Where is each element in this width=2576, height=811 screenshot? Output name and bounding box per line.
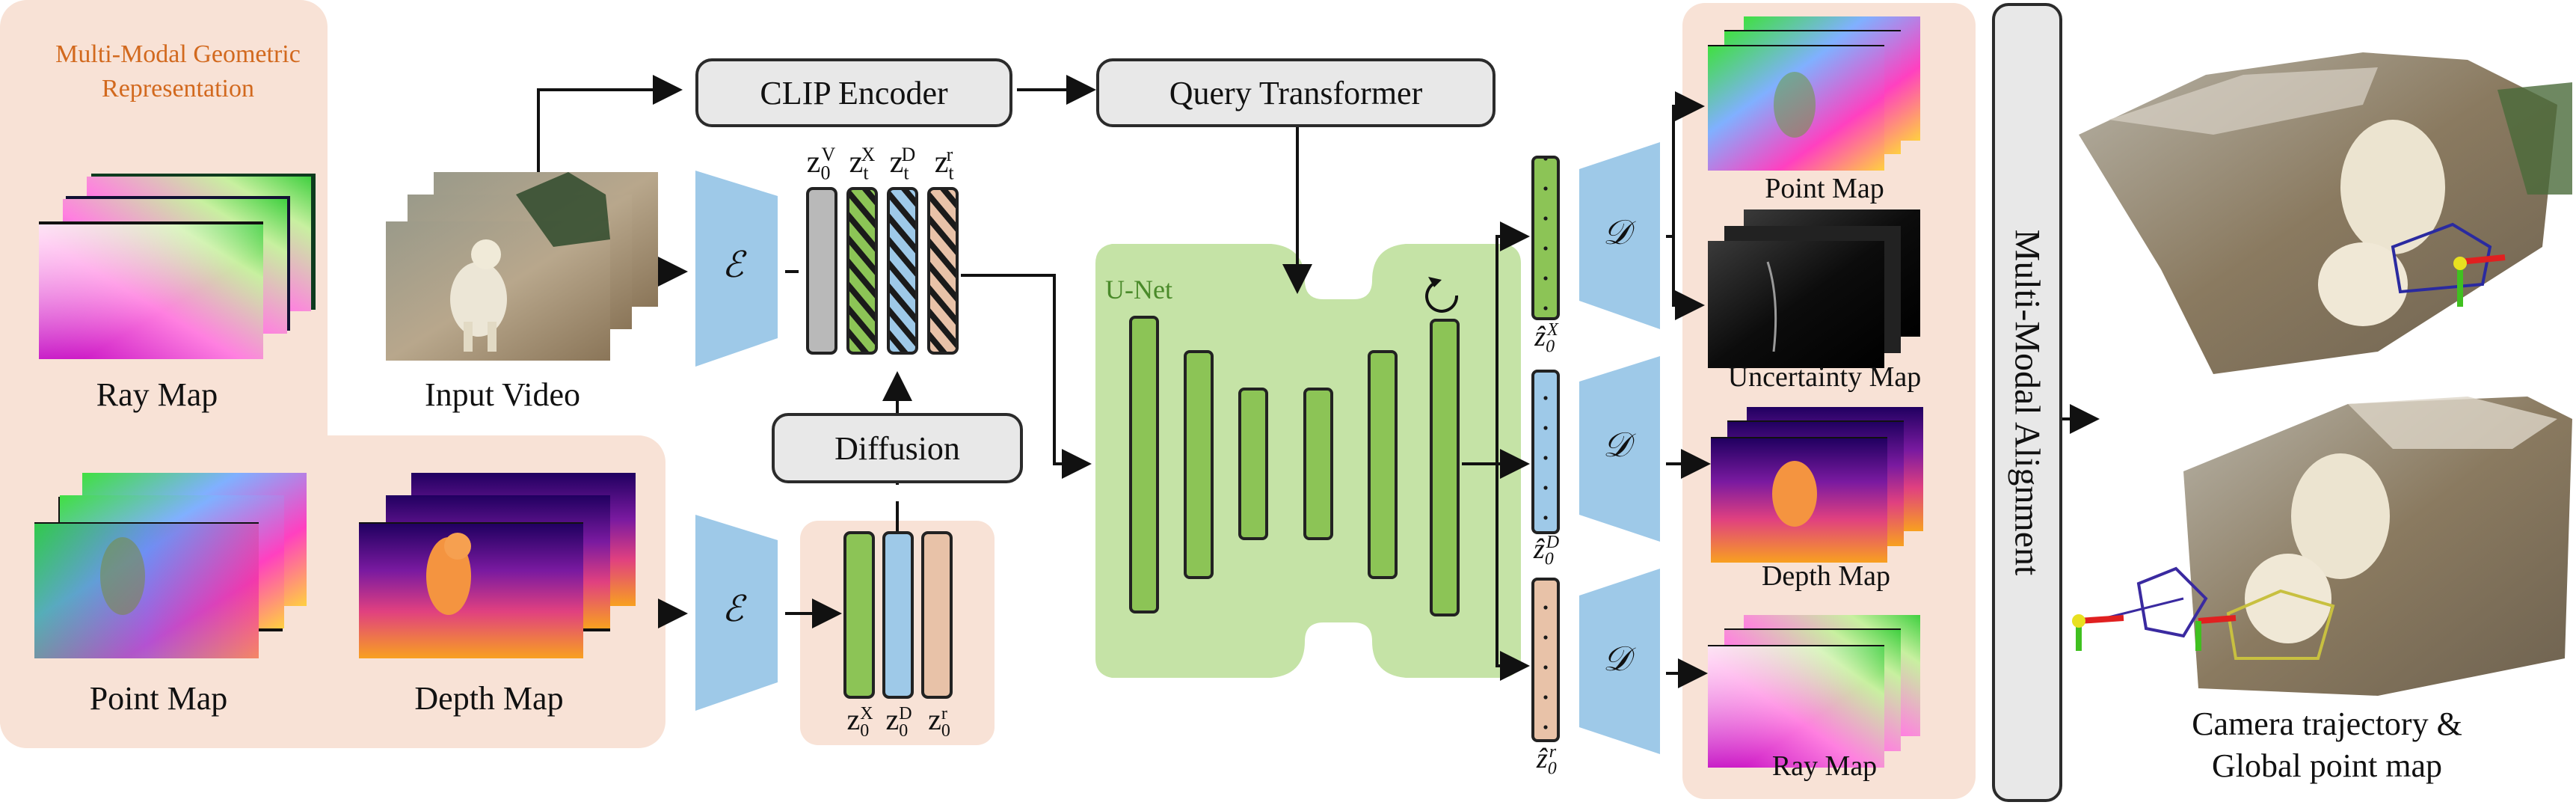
reconstruction-scene-top	[2079, 52, 2572, 374]
output-depth-map-label: Depth Map	[1761, 560, 1891, 592]
depth-map-label: Depth Map	[414, 680, 564, 717]
latent-label-z0v: z0V	[806, 144, 836, 184]
diffusion-box: Diffusion	[772, 413, 1023, 483]
latent-label-ztx: ztX	[849, 144, 876, 184]
input-video-stack	[386, 172, 658, 361]
input-video-label: Input Video	[425, 376, 580, 413]
output-point-map-label: Point Map	[1765, 173, 1884, 204]
unet-shape	[1095, 244, 1521, 678]
decoder-shape-1	[1579, 142, 1660, 329]
predicted-label-x: ẑ0X	[1534, 320, 1558, 357]
encoder-symbol-top: ℰ	[722, 245, 744, 285]
output-ray-map	[1708, 615, 1920, 768]
decoder-shape-2	[1579, 356, 1660, 542]
decoder-shape-3	[1579, 569, 1660, 754]
depth-map-input-stack	[359, 473, 636, 658]
output-uncertainty-map	[1708, 209, 1920, 368]
predicted-label-r: ẑ0r	[1536, 742, 1557, 779]
latent-label-z0x: z0X	[846, 703, 873, 741]
geometric-panel-title-line1: Multi-Modal Geometric	[55, 40, 301, 68]
reconstruction-scene-bottom	[2072, 397, 2572, 696]
ray-map-stack	[39, 174, 316, 359]
latent-label-z0r: z0r	[928, 703, 950, 741]
unet-label: U-Net	[1105, 275, 1172, 304]
point-map-label: Point Map	[89, 680, 228, 717]
encoder-shape-bottom	[695, 515, 778, 711]
arrows	[537, 75, 2100, 688]
output-ray-map-label: Ray Map	[1771, 750, 1878, 782]
decoder-symbol-2: 𝒟	[1602, 426, 1631, 464]
decoder-symbol-3: 𝒟	[1602, 640, 1631, 678]
output-depth-map	[1711, 407, 1923, 563]
encoder-shape-top	[695, 171, 778, 367]
output-uncertainty-map-label: Uncertainty Map	[1727, 361, 1922, 393]
predicted-latents	[1531, 156, 1560, 742]
result-caption-line1: Camera trajectory &	[2192, 706, 2462, 742]
decoder-symbol-1: 𝒟	[1602, 213, 1631, 251]
predicted-label-d: ẑ0D	[1533, 533, 1560, 569]
multi-modal-alignment-label: Multi-Modal Alignment	[2007, 229, 2047, 576]
top-latents	[806, 187, 959, 355]
result-caption-line2: Global point map	[2212, 747, 2442, 784]
geometric-panel-title-line2: Representation	[102, 75, 254, 102]
point-map-input-stack	[34, 473, 307, 658]
latent-label-ztr: ztr	[934, 144, 954, 184]
clip-encoder-box: CLIP Encoder	[695, 58, 1012, 127]
latent-label-z0d: z0D	[885, 703, 912, 741]
latent-label-ztd: ztD	[889, 144, 916, 184]
query-transformer-box: Query Transformer	[1096, 58, 1496, 127]
encoder-symbol-bottom: ℰ	[722, 590, 744, 629]
bottom-latents	[843, 531, 953, 699]
output-point-map	[1708, 16, 1920, 171]
multi-modal-alignment-box: Multi-Modal Alignment	[1992, 3, 2062, 802]
ray-map-label: Ray Map	[96, 376, 218, 413]
